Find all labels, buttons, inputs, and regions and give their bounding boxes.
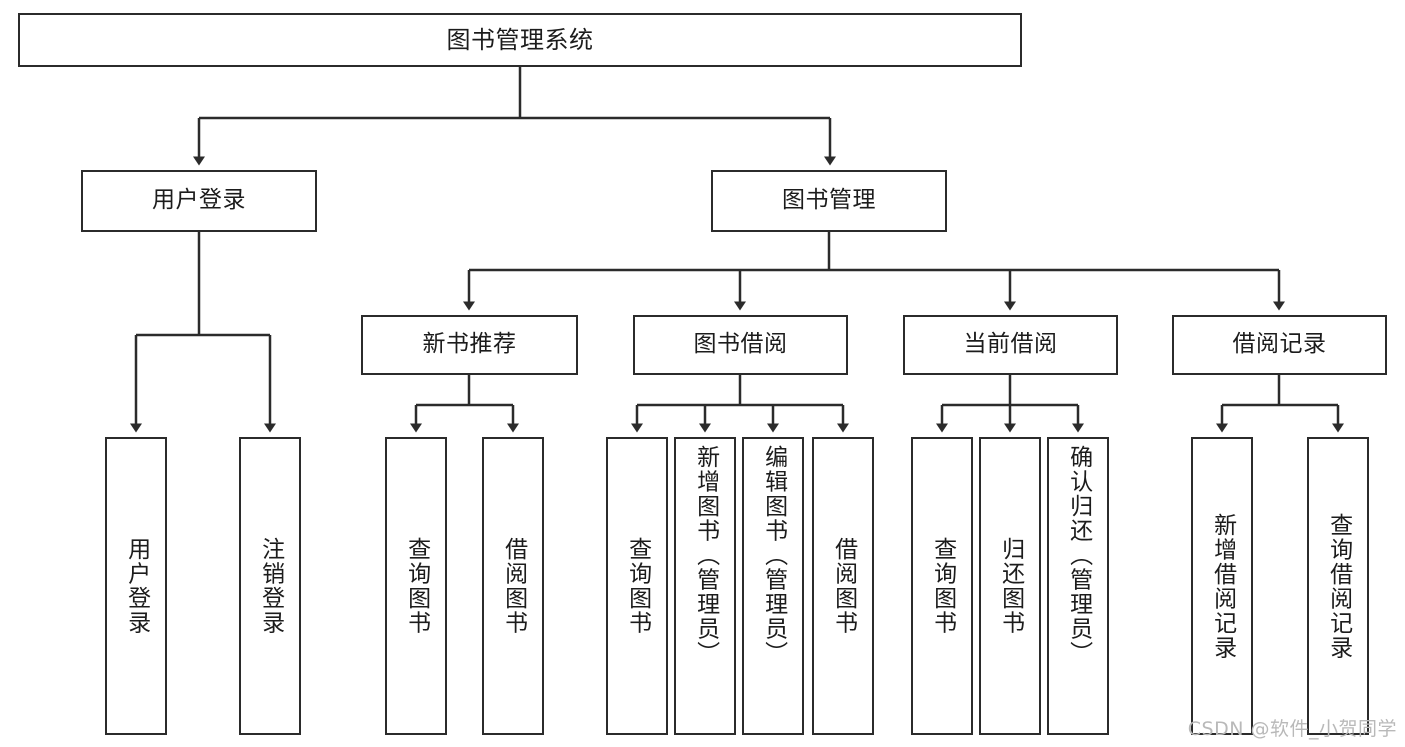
leaf-label: 注销登录 [257, 537, 284, 635]
leaf-label: 编辑图书（管理员） [760, 445, 787, 666]
leaf-label: 新增图书（管理员） [692, 445, 719, 666]
leaf-label: 确认归还（管理员） [1065, 445, 1092, 666]
leaf-book-borrow-add-book-admin[interactable]: 新增图书（管理员） [674, 437, 736, 735]
leaf-book-borrow-query-book[interactable]: 查询图书 [606, 437, 668, 735]
node-label: 借阅记录 [1232, 331, 1327, 358]
node-borrow-record[interactable]: 借阅记录 [1172, 315, 1387, 375]
leaf-new-book-borrow-book[interactable]: 借阅图书 [482, 437, 544, 735]
leaf-label: 新增借阅记录 [1209, 512, 1236, 660]
leaf-user-login-login[interactable]: 用户登录 [105, 437, 167, 735]
leaf-new-book-query-book[interactable]: 查询图书 [385, 437, 447, 735]
node-label: 当前借阅 [963, 331, 1058, 358]
leaf-label: 用户登录 [123, 537, 150, 635]
leaf-borrow-record-query-record[interactable]: 查询借阅记录 [1307, 437, 1369, 735]
node-label: 图书管理 [782, 187, 876, 214]
node-current-borrow[interactable]: 当前借阅 [903, 315, 1118, 375]
node-root-book-management-system[interactable]: 图书管理系统 [18, 13, 1022, 67]
leaf-label: 归还图书 [997, 537, 1024, 635]
node-book-management[interactable]: 图书管理 [711, 170, 947, 232]
node-label: 新书推荐 [422, 331, 517, 358]
leaf-label: 借阅图书 [500, 537, 527, 635]
watermark: CSDN @软件_小贺同学 [1187, 718, 1397, 740]
leaf-label: 查询图书 [403, 537, 430, 635]
leaf-current-borrow-return-book[interactable]: 归还图书 [979, 437, 1041, 735]
leaf-label: 查询图书 [929, 537, 956, 635]
leaf-book-borrow-borrow-book[interactable]: 借阅图书 [812, 437, 874, 735]
node-user-login[interactable]: 用户登录 [81, 170, 317, 232]
leaf-current-borrow-confirm-return-admin[interactable]: 确认归还（管理员） [1047, 437, 1109, 735]
leaf-current-borrow-query-book[interactable]: 查询图书 [911, 437, 973, 735]
node-label: 图书借阅 [693, 331, 788, 358]
leaf-label: 查询借阅记录 [1325, 512, 1352, 660]
leaf-borrow-record-add-record[interactable]: 新增借阅记录 [1191, 437, 1253, 735]
node-new-book-recommend[interactable]: 新书推荐 [361, 315, 578, 375]
node-book-borrow[interactable]: 图书借阅 [633, 315, 848, 375]
leaf-label: 查询图书 [624, 537, 651, 635]
node-label: 图书管理系统 [446, 25, 594, 54]
leaf-user-login-logout[interactable]: 注销登录 [239, 437, 301, 735]
leaf-book-borrow-edit-book-admin[interactable]: 编辑图书（管理员） [742, 437, 804, 735]
leaf-label: 借阅图书 [830, 537, 857, 635]
node-label: 用户登录 [152, 187, 246, 214]
